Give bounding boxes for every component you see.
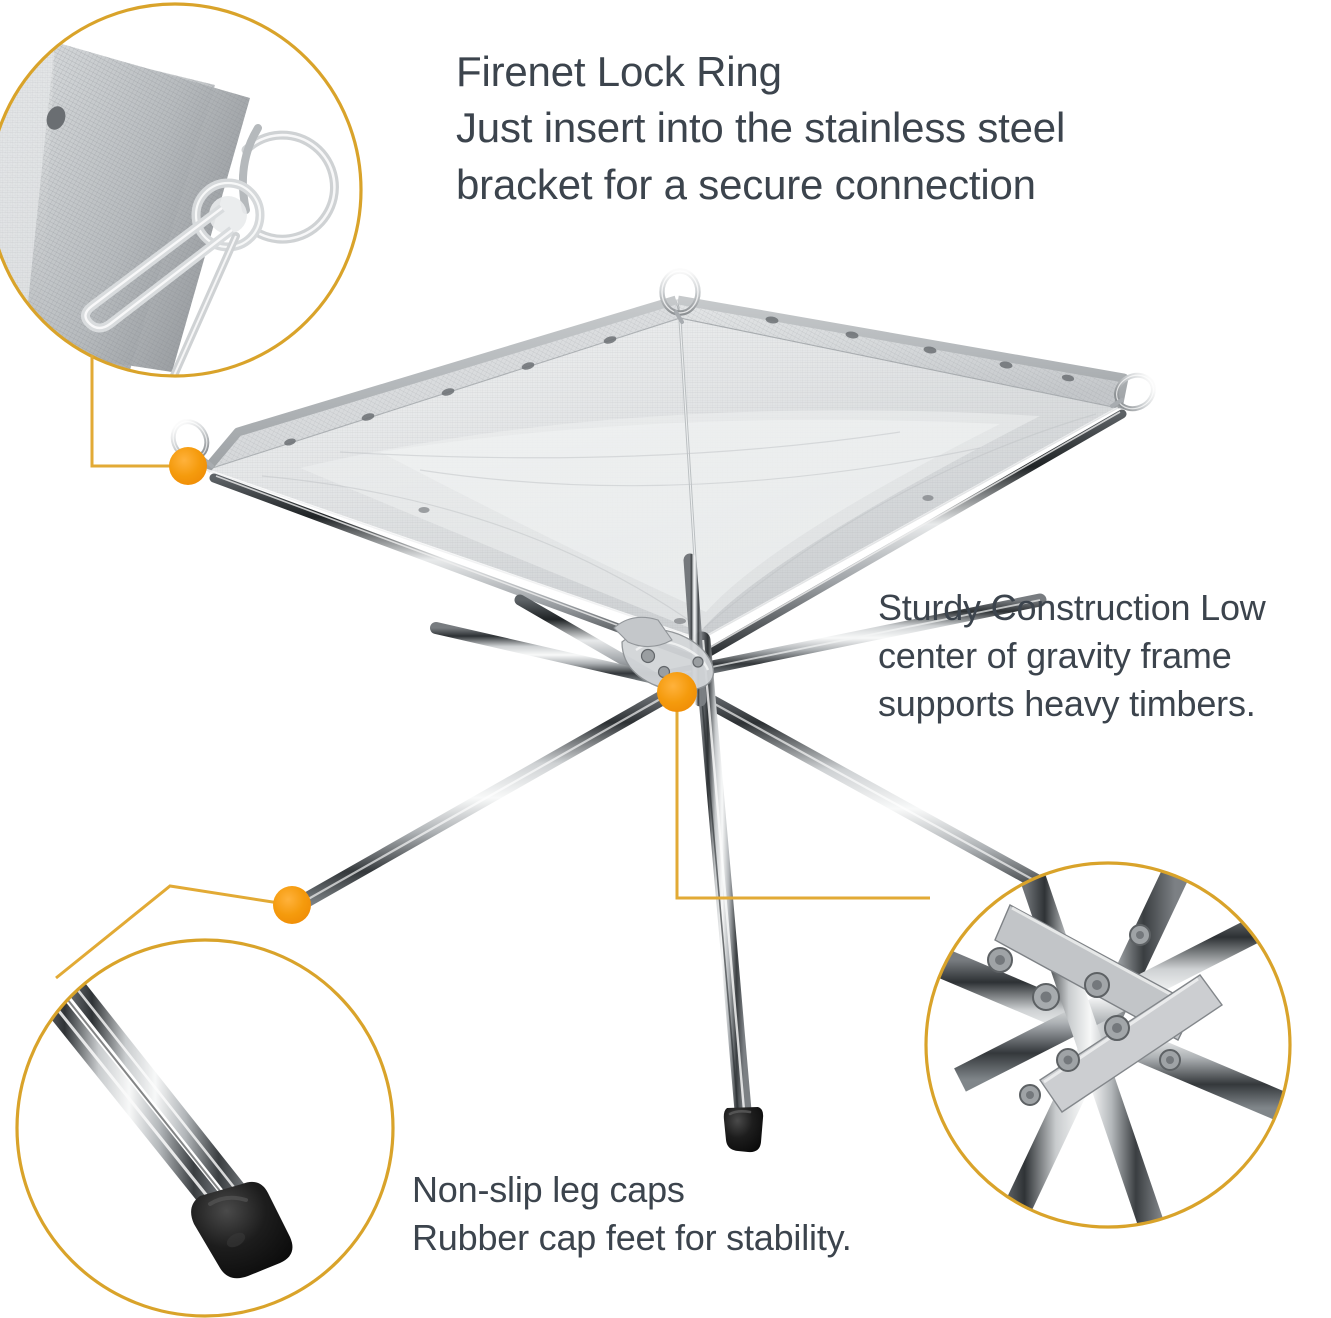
leader-line-hub <box>675 700 930 900</box>
mesh-grommets-lower <box>418 495 934 624</box>
rubber-foot <box>723 1107 764 1153</box>
leader-line-foot <box>55 884 293 980</box>
callout-foot-detail <box>15 938 395 1318</box>
leader-line-lock-ring <box>90 355 188 468</box>
hotspot-lock-ring[interactable] <box>169 447 207 485</box>
mesh-net <box>202 295 1129 642</box>
corner-ring-top <box>659 268 701 324</box>
frame-hub <box>613 616 715 692</box>
callout-text-leg-caps: Non-slip leg caps Rubber cap feet for st… <box>412 1169 852 1259</box>
callout-text-sturdy-construction: Sturdy Construction Low center of gravit… <box>878 587 1266 725</box>
hotspot-foot[interactable] <box>273 886 311 924</box>
callout-hub-detail <box>924 861 1292 1229</box>
callout-text-lock-ring: Firenet Lock Ring Just insert into the s… <box>456 48 1066 208</box>
frame-rails <box>209 409 1127 661</box>
hotspot-hub[interactable] <box>657 672 697 712</box>
mesh-grommets-right <box>765 316 1075 382</box>
corner-ring-right <box>1110 372 1156 412</box>
callout-lock-ring-detail <box>0 2 363 378</box>
mesh-grommets-left <box>284 336 617 446</box>
